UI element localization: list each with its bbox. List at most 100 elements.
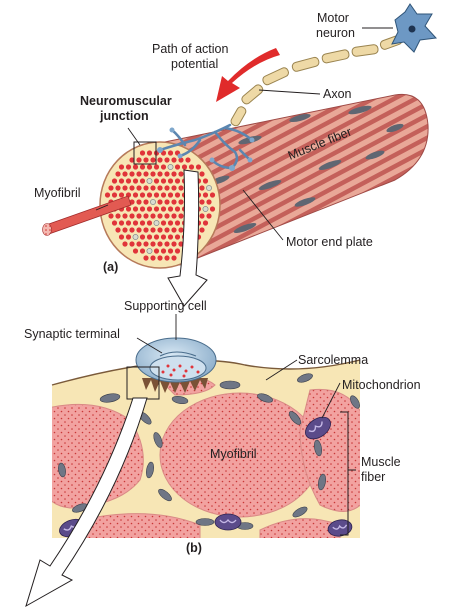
cross-section-myofibril	[206, 199, 211, 204]
cross-section-myofibril	[150, 157, 155, 162]
muscle-fiber-label-2: fiber	[361, 470, 385, 484]
cross-section-nucleus	[147, 248, 152, 253]
cross-section-myofibril	[175, 248, 180, 253]
cross-section-myofibril	[150, 241, 155, 246]
cross-section-myofibril	[115, 171, 120, 176]
cross-section-myofibril	[161, 220, 166, 225]
cross-section-myofibril	[140, 178, 145, 183]
cross-section-myofibril	[157, 255, 162, 260]
cross-section-myofibril	[164, 185, 169, 190]
cross-section-myofibril	[157, 227, 162, 232]
cross-section-myofibril	[154, 192, 159, 197]
cross-section-myofibril	[199, 185, 204, 190]
cross-section-myofibril	[150, 227, 155, 232]
cross-section-myofibril	[154, 164, 159, 169]
cross-section-myofibril	[119, 178, 124, 183]
myofibril-top-label: Myofibril	[34, 186, 81, 200]
cross-section-nucleus	[150, 199, 155, 204]
cross-section-myofibril	[136, 185, 141, 190]
synaptic-terminal	[150, 356, 206, 380]
cross-section-myofibril	[154, 178, 159, 183]
cross-section-myofibril	[171, 171, 176, 176]
cross-section-myofibril	[168, 192, 173, 197]
cross-section-myofibril	[175, 206, 180, 211]
muscle-fiber-label: Muscle	[361, 455, 401, 469]
cross-section-myofibril	[147, 192, 152, 197]
cross-section-myofibril	[171, 199, 176, 204]
cross-section-myofibril	[154, 234, 159, 239]
synaptic-terminal-label: Synaptic terminal	[24, 327, 120, 341]
cross-section-myofibril	[122, 241, 127, 246]
mitochondrion-label: Mitochondrion	[342, 378, 421, 392]
cross-section-myofibril	[150, 213, 155, 218]
cross-section-myofibril	[175, 220, 180, 225]
cross-section-myofibril	[199, 171, 204, 176]
cross-section-myofibril	[171, 255, 176, 260]
cross-section-myofibril	[122, 185, 127, 190]
cross-section-myofibril	[161, 206, 166, 211]
cross-section-nucleus	[133, 234, 138, 239]
cross-section-myofibril	[199, 227, 204, 232]
cross-section-myofibril	[143, 213, 148, 218]
cross-section-myofibril	[175, 178, 180, 183]
cross-section-myofibril	[143, 241, 148, 246]
cross-section-myofibril	[108, 185, 113, 190]
cross-section-myofibril	[122, 227, 127, 232]
cross-section-myofibril	[133, 248, 138, 253]
cross-section-myofibril	[161, 234, 166, 239]
synaptic-terminal-group	[136, 338, 216, 393]
cross-section-myofibril	[143, 157, 148, 162]
cross-section-myofibril	[119, 192, 124, 197]
cross-section-myofibril	[178, 213, 183, 218]
cross-section-myofibril	[133, 220, 138, 225]
cross-section-myofibril	[112, 192, 117, 197]
cross-section-myofibril	[140, 192, 145, 197]
cross-section-myofibril	[164, 213, 169, 218]
cross-section-myofibril	[140, 164, 145, 169]
cross-section-myofibril	[206, 213, 211, 218]
cross-section-myofibril	[140, 234, 145, 239]
cross-section-myofibril	[199, 199, 204, 204]
cross-section-myofibril	[143, 227, 148, 232]
cross-section-myofibril	[168, 150, 173, 155]
cross-section-myofibril	[147, 220, 152, 225]
junction-label: junction	[99, 109, 149, 123]
cross-section-myofibril	[168, 234, 173, 239]
cross-section-myofibril	[161, 164, 166, 169]
cross-section-myofibril	[122, 171, 127, 176]
cross-section-myofibril	[136, 199, 141, 204]
cross-section-nucleus	[206, 185, 211, 190]
cross-section-myofibril	[161, 178, 166, 183]
cross-section-myofibril	[157, 157, 162, 162]
cross-section-myofibril	[119, 164, 124, 169]
cross-section-myofibril	[168, 206, 173, 211]
cross-section-myofibril	[133, 192, 138, 197]
motor-neuron-label: Motor	[317, 11, 349, 25]
panel-a: Motor neuron Path of action potential Ne…	[34, 4, 436, 306]
cross-section-myofibril	[136, 157, 141, 162]
panel-a-label: (a)	[103, 260, 118, 274]
myofibril-bottom-label: Myofibril	[210, 447, 257, 461]
cross-section-myofibril	[164, 157, 169, 162]
cross-section-myofibril	[115, 213, 120, 218]
sarcolemma-label: Sarcolemma	[298, 353, 368, 367]
cross-section-myofibril	[164, 241, 169, 246]
cross-section-myofibril	[143, 199, 148, 204]
cross-section-myofibril	[154, 248, 159, 253]
cross-section-myofibril	[185, 157, 190, 162]
cross-section-myofibril	[136, 171, 141, 176]
cross-section-myofibril	[178, 199, 183, 204]
cross-section-myofibril	[157, 241, 162, 246]
path-of-action-label-2: potential	[171, 57, 218, 71]
cross-section-myofibril	[129, 171, 134, 176]
cross-section-myofibril	[175, 234, 180, 239]
cross-section-myofibril	[189, 164, 194, 169]
cross-section-myofibril	[182, 164, 187, 169]
cross-section-nucleus	[168, 164, 173, 169]
cross-section-nucleus	[203, 206, 208, 211]
cross-section-myofibril	[168, 248, 173, 253]
axon-label: Axon	[323, 87, 352, 101]
cross-section-myofibril	[171, 157, 176, 162]
cross-section-myofibril	[171, 227, 176, 232]
cross-section-myofibril	[150, 255, 155, 260]
